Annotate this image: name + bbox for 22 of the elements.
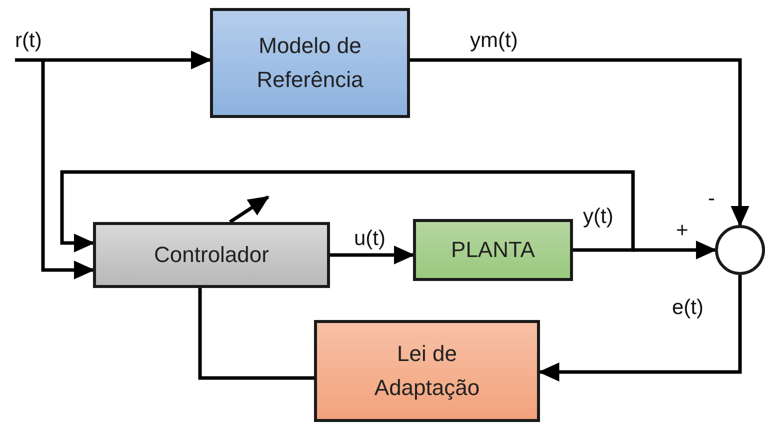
- arrow: [410, 58, 750, 227]
- arrow: [15, 50, 212, 70]
- node-label: Controlador: [154, 240, 269, 269]
- process-box: [314, 320, 540, 422]
- process-box: [413, 219, 573, 281]
- arrow: [41, 60, 95, 280]
- node-label: Lei de Adaptação: [373, 340, 481, 402]
- edge-label: ym(t): [470, 30, 518, 51]
- arrow: [538, 275, 742, 382]
- arrow: [330, 246, 415, 264]
- node-label: PLANTA: [451, 236, 535, 264]
- connector-line: [198, 288, 314, 380]
- summing-junction: [715, 225, 765, 275]
- arrow: [633, 240, 717, 260]
- edge-label: u(t): [354, 228, 386, 249]
- edge-label: r(t): [15, 30, 42, 51]
- process-box: [210, 8, 410, 118]
- process-box: [93, 222, 330, 288]
- node-label: Modelo de Referência: [256, 32, 364, 94]
- arrow: [60, 170, 635, 252]
- edge-label: e(t): [672, 297, 704, 318]
- edge-label: y(t): [583, 206, 614, 227]
